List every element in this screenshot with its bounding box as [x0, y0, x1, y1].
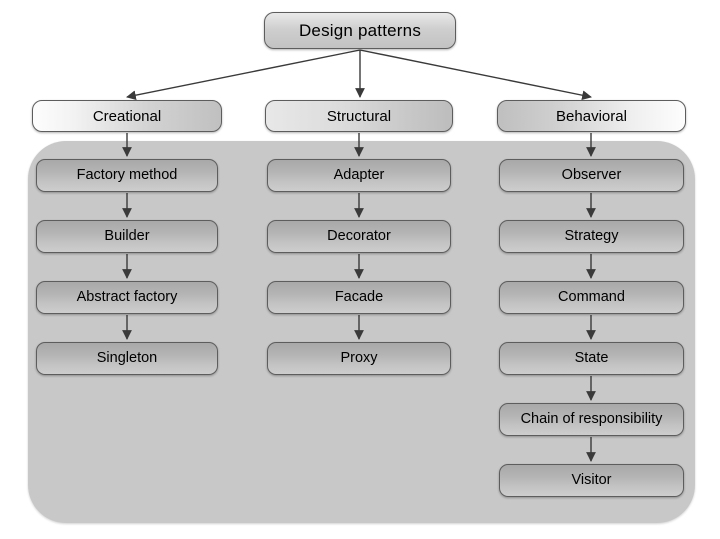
pattern-node-label: State — [574, 350, 609, 367]
pattern-node-command[interactable]: Command — [499, 281, 684, 314]
pattern-node-builder[interactable]: Builder — [36, 220, 218, 253]
pattern-node-singleton[interactable]: Singleton — [36, 342, 218, 375]
pattern-node-observer[interactable]: Observer — [499, 159, 684, 192]
pattern-node-factory-method[interactable]: Factory method — [36, 159, 218, 192]
pattern-node-label: Builder — [104, 228, 150, 245]
pattern-node-label: Factory method — [76, 167, 178, 184]
pattern-node-state[interactable]: State — [499, 342, 684, 375]
pattern-node-label: Visitor — [571, 472, 612, 489]
pattern-node-label: Adapter — [333, 167, 385, 184]
pattern-node-label: Decorator — [327, 228, 391, 245]
pattern-node-label: Facade — [334, 289, 384, 306]
category-node-behavioral[interactable]: Behavioral — [497, 100, 686, 132]
pattern-node-abstract-factory[interactable]: Abstract factory — [36, 281, 218, 314]
pattern-node-label: Command — [558, 289, 625, 306]
pattern-node-proxy[interactable]: Proxy — [267, 342, 451, 375]
pattern-node-label: Chain of responsibility — [520, 411, 663, 428]
category-node-label: Creational — [92, 107, 162, 125]
edge-root-creational — [126, 49, 361, 101]
pattern-node-decorator[interactable]: Decorator — [267, 220, 451, 253]
pattern-node-strategy[interactable]: Strategy — [499, 220, 684, 253]
category-node-structural[interactable]: Structural — [265, 100, 453, 132]
category-node-label: Structural — [326, 107, 392, 125]
pattern-node-label: Observer — [561, 167, 622, 184]
pattern-node-chain-of-responsibility[interactable]: Chain of responsibility — [499, 403, 684, 436]
root-node-design-patterns[interactable]: Design patterns — [264, 12, 456, 49]
pattern-node-facade[interactable]: Facade — [267, 281, 451, 314]
pattern-node-label: Strategy — [564, 228, 619, 245]
pattern-node-label: Singleton — [96, 350, 158, 367]
pattern-node-label: Abstract factory — [76, 289, 178, 306]
pattern-node-label: Proxy — [340, 350, 378, 367]
category-node-creational[interactable]: Creational — [32, 100, 222, 132]
category-node-label: Behavioral — [556, 107, 627, 125]
edge-root-behavioral — [359, 49, 592, 101]
root-node-label: Design patterns — [298, 21, 422, 40]
pattern-node-visitor[interactable]: Visitor — [499, 464, 684, 497]
pattern-node-adapter[interactable]: Adapter — [267, 159, 451, 192]
